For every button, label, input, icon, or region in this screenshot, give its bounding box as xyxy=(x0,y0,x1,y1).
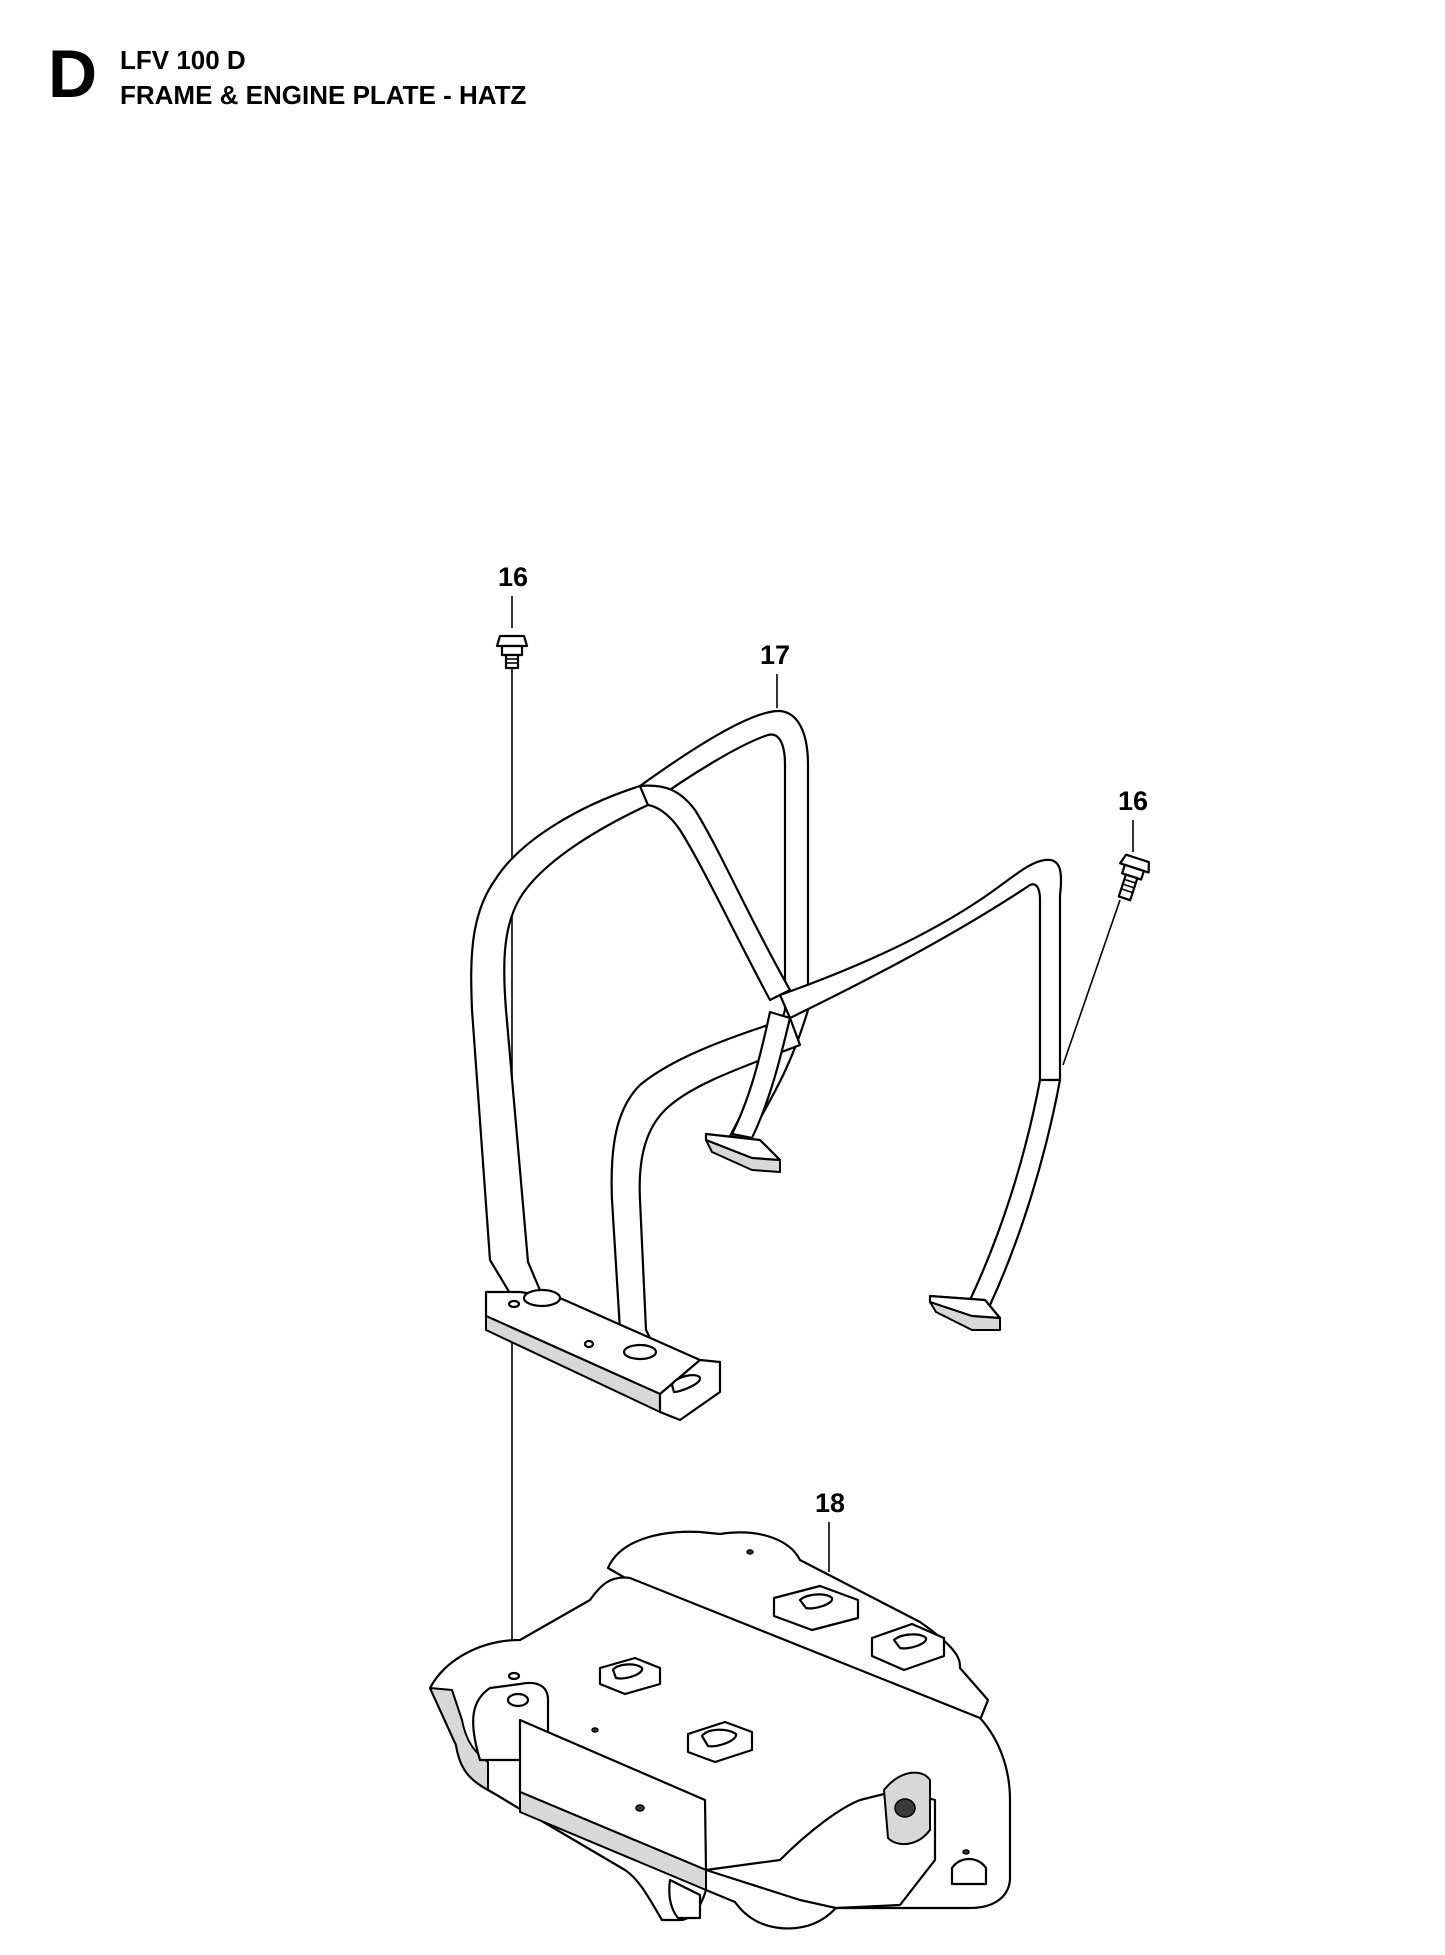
frame-17 xyxy=(470,709,1063,1422)
page-header: D LFV 100 D FRAME & ENGINE PLATE - HATZ xyxy=(48,40,748,120)
engine-plate-18 xyxy=(428,1530,1012,1930)
callout-18: 18 xyxy=(815,1488,845,1518)
bolt-16-right xyxy=(1117,853,1150,902)
section-letter: D xyxy=(48,36,98,112)
callout-16-right: 16 xyxy=(1118,786,1148,816)
callout-16-left: 16 xyxy=(498,562,528,592)
model-name: LFV 100 D xyxy=(120,45,246,75)
bolt-16-left xyxy=(495,634,529,670)
section-title: FRAME & ENGINE PLATE - HATZ xyxy=(120,80,527,110)
callout-17: 17 xyxy=(760,640,790,670)
